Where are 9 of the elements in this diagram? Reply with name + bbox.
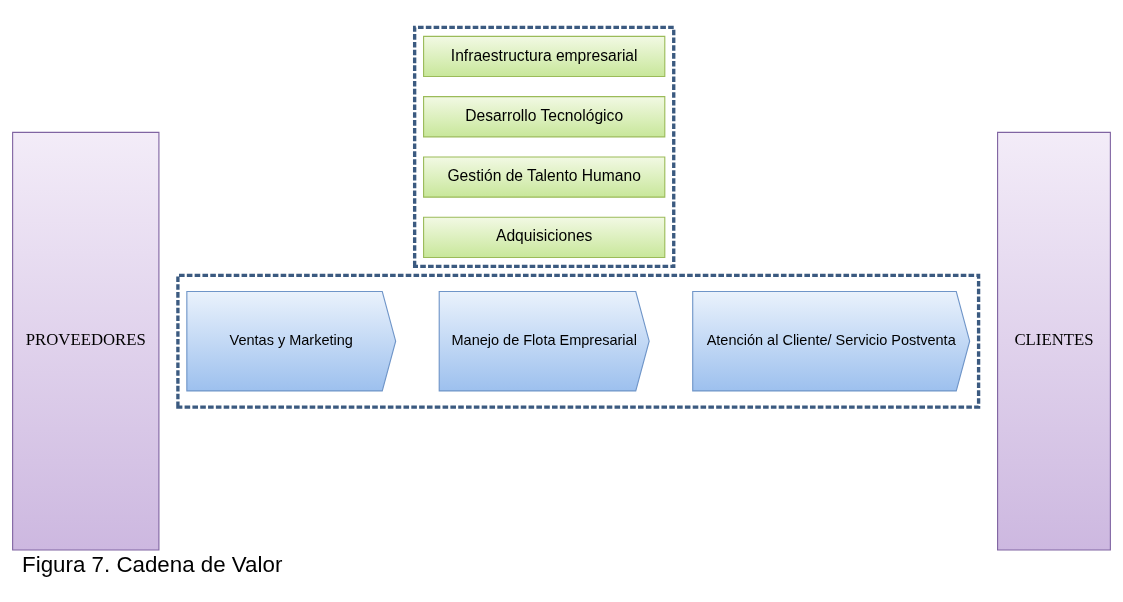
caption: Figura 7. Cadena de Valor: [22, 552, 283, 578]
cluster: [176, 273, 981, 409]
node-box: Infraestructura empresarial: [423, 35, 666, 78]
node-box: Adquisiciones: [423, 216, 666, 258]
node-box: PROVEEDORES: [12, 131, 160, 551]
node-box: Desarrollo Tecnológico: [423, 96, 666, 138]
node-box: Gestión de Talento Humano: [423, 156, 666, 198]
node-box: CLIENTES: [997, 131, 1111, 551]
cluster: [412, 25, 676, 269]
